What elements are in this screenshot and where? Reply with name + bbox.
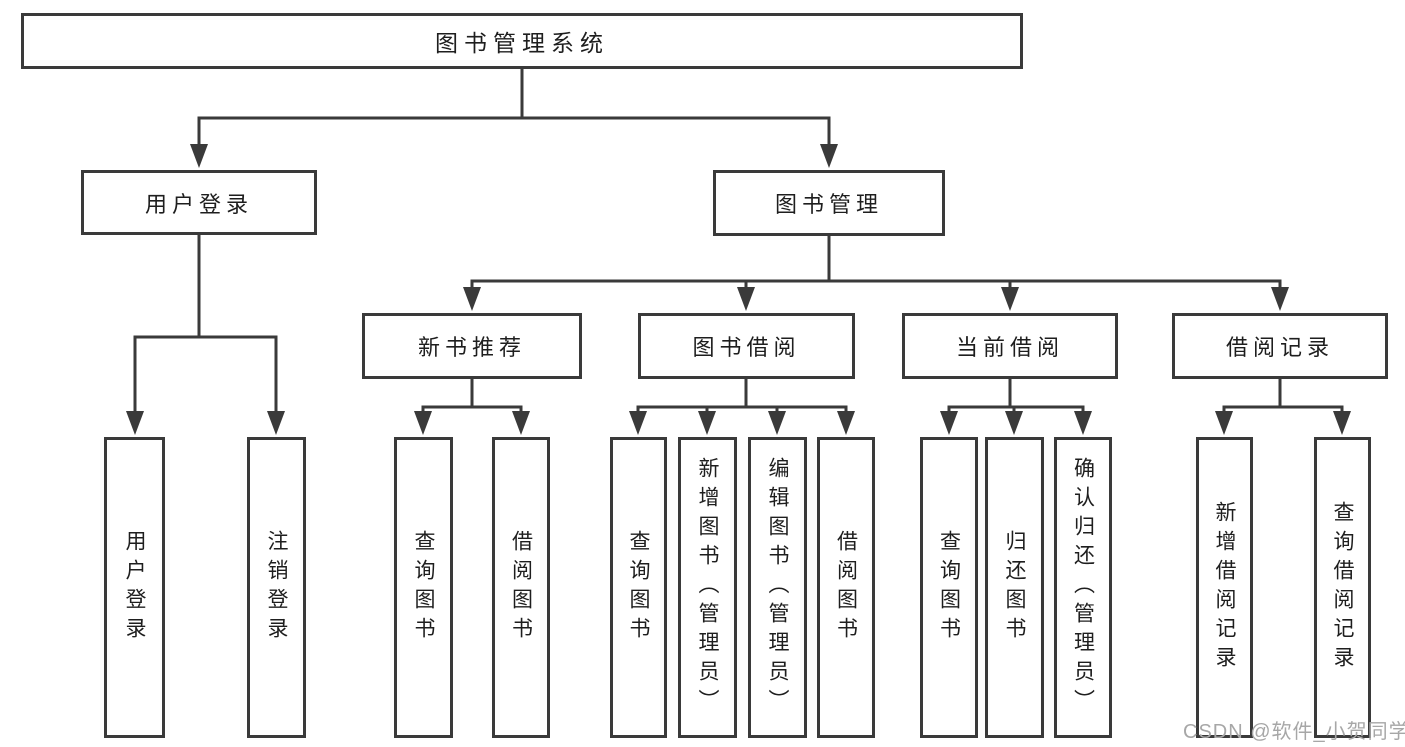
node-label: 查询图书 — [412, 529, 435, 646]
arrowhead — [512, 411, 530, 435]
arrowhead — [1215, 411, 1233, 435]
node-label: 用户登录 — [123, 529, 146, 646]
node-current-borrow: 当前借阅 — [902, 313, 1118, 379]
node-label: 图书借阅 — [692, 335, 801, 360]
leaf-cb-return-books: 归还图书 — [985, 437, 1044, 738]
arrowhead — [463, 287, 481, 311]
arrowhead — [629, 411, 647, 435]
node-label: 借阅图书 — [509, 529, 533, 646]
node-label: 借阅记录 — [1225, 335, 1334, 360]
leaf-br-add-record: 新增借阅记录 — [1196, 437, 1253, 738]
leaf-br-query-record: 查询借阅记录 — [1314, 437, 1371, 738]
leaf-user-login: 用户登录 — [104, 437, 165, 738]
branch-book-management — [470, 279, 1282, 289]
arrowhead — [820, 144, 838, 168]
node-borrow-records: 借阅记录 — [1172, 313, 1388, 379]
node-label: 当前借阅 — [955, 335, 1064, 360]
node-label: 用户登录 — [144, 191, 253, 217]
branch-borrow-records — [1222, 405, 1344, 413]
arrowhead — [1001, 287, 1019, 311]
leaf-cb-confirm-return-admin: 确认归还（管理员） — [1054, 437, 1112, 738]
branch-user-login — [133, 335, 278, 413]
leaf-bb-edit-books-admin: 编辑图书（管理员） — [748, 437, 807, 738]
node-label: 查询图书 — [937, 529, 961, 646]
branch-book-borrow — [636, 405, 848, 413]
arrowhead — [1005, 411, 1023, 435]
node-book-management: 图书管理 — [713, 170, 945, 236]
arrowhead — [267, 411, 285, 435]
arrowhead — [940, 411, 958, 435]
arrowhead — [190, 144, 208, 168]
branch-new-book-recommend — [421, 405, 523, 413]
leaf-bb-add-books-admin: 新增图书（管理员） — [678, 437, 737, 738]
arrowhead — [768, 411, 786, 435]
node-label: 新增借阅记录 — [1213, 500, 1236, 675]
branch-current-borrow — [947, 405, 1085, 413]
node-label: 新增图书（管理员） — [696, 457, 719, 718]
arrowhead — [837, 411, 855, 435]
node-label: 图书管理 — [774, 192, 883, 217]
leaf-nb-query-books: 查询图书 — [394, 437, 453, 738]
node-user-login: 用户登录 — [81, 170, 317, 235]
arrowhead — [1333, 411, 1351, 435]
arrowhead — [414, 411, 432, 435]
leaf-logout-login: 注销登录 — [247, 437, 306, 738]
arrowhead — [126, 411, 144, 435]
branch-root — [197, 116, 831, 146]
node-label: 归还图书 — [1003, 529, 1026, 646]
leaf-nb-borrow-books: 借阅图书 — [492, 437, 550, 738]
leaf-bb-query-books: 查询图书 — [610, 437, 667, 738]
node-new-book-recommend: 新书推荐 — [362, 313, 582, 379]
node-label: 查询借阅记录 — [1331, 500, 1354, 675]
node-label: 注销登录 — [265, 529, 288, 646]
node-label: 借阅图书 — [834, 529, 858, 646]
node-label: 编辑图书（管理员） — [766, 457, 789, 718]
node-book-borrow: 图书借阅 — [638, 313, 855, 379]
node-label: 新书推荐 — [417, 335, 526, 360]
node-label: 确认归还（管理员） — [1071, 457, 1095, 718]
node-library-management-system: 图书管理系统 — [21, 13, 1023, 69]
arrowhead — [1074, 411, 1092, 435]
arrowheads — [126, 144, 1351, 435]
csdn-watermark: CSDN @软件_小贺同学 — [1183, 721, 1405, 743]
node-label: 图书管理系统 — [435, 30, 609, 56]
leaf-cb-query-books: 查询图书 — [920, 437, 978, 738]
arrowhead — [1271, 287, 1289, 311]
arrowhead — [698, 411, 716, 435]
node-label: 查询图书 — [627, 529, 650, 646]
leaf-bb-borrow-books: 借阅图书 — [817, 437, 875, 738]
arrowhead — [737, 287, 755, 311]
